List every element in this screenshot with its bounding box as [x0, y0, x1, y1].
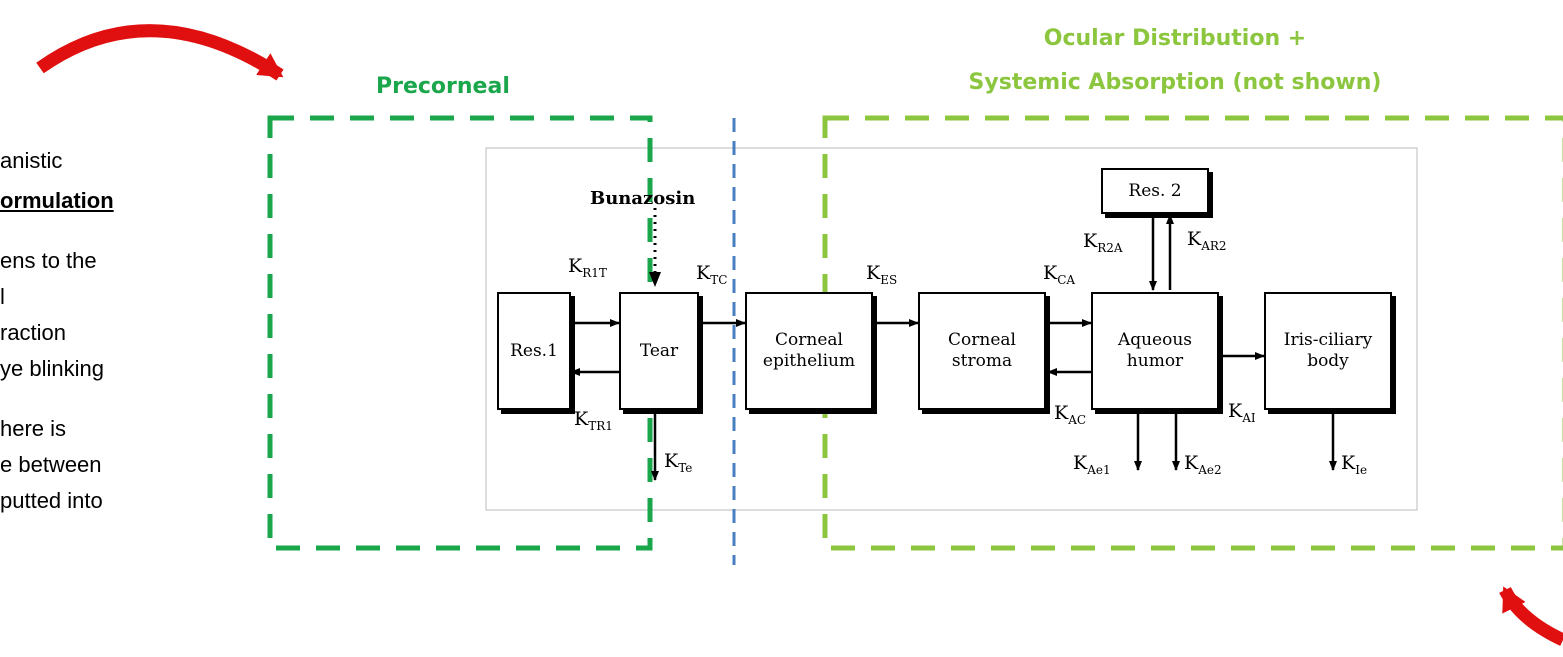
rate-kte: KTe [664, 450, 692, 475]
drug-label: Bunazosin [590, 188, 695, 209]
rate-kac: KAC [1054, 402, 1086, 427]
rate-kr2a: KR2A [1083, 230, 1123, 255]
rate-ktr1: KTR1 [574, 408, 613, 433]
rate-kes: KES [866, 262, 897, 287]
curved-arrow-top [40, 31, 280, 75]
rate-kr1t: KR1T [568, 255, 607, 280]
rate-ktc: KTC [696, 262, 727, 287]
rate-kai: KAI [1228, 400, 1256, 425]
rate-kae1: KAe1 [1073, 452, 1111, 477]
res2-box: Res. 2 [1101, 168, 1209, 214]
rate-kae2: KAe2 [1184, 452, 1222, 477]
tear-box: Tear [619, 292, 699, 410]
rate-kca: KCA [1043, 262, 1075, 287]
rate-kar2: KAR2 [1187, 228, 1227, 253]
rate-kie: KIe [1341, 452, 1367, 477]
curved-arrow-bottom [1505, 590, 1563, 640]
res1-box: Res.1 [497, 292, 571, 410]
